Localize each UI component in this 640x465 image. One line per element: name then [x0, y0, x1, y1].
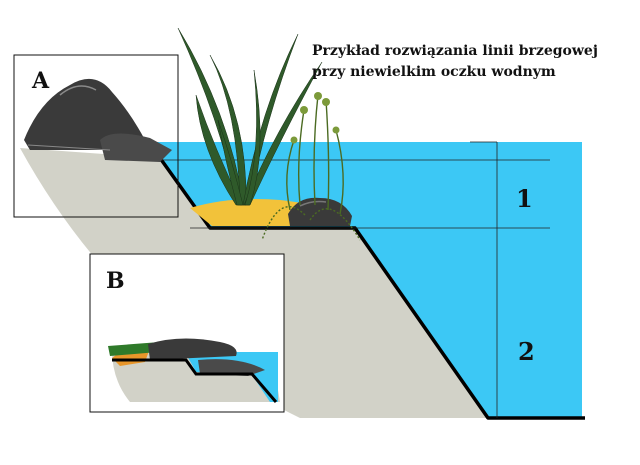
diagram-title-line1: Przykład rozwiązania linii brzegowej: [312, 43, 598, 59]
detail-label-a: A: [31, 68, 50, 94]
detail-b-inset: [108, 338, 280, 403]
detail-label-b: B: [106, 268, 125, 294]
reed-plant: [177, 27, 323, 206]
diagram-title-line2: przy niewielkim oczku wodnym: [312, 64, 556, 80]
submerged-plant: [261, 92, 361, 241]
detail-frame-a: [13, 54, 179, 218]
zone-label-1: 1: [516, 184, 533, 213]
rocks-a: [24, 78, 172, 162]
watermark-text: ogrodowisko: [418, 425, 581, 455]
shelf-stones: [288, 197, 352, 226]
zone-label-2: 2: [518, 337, 535, 366]
